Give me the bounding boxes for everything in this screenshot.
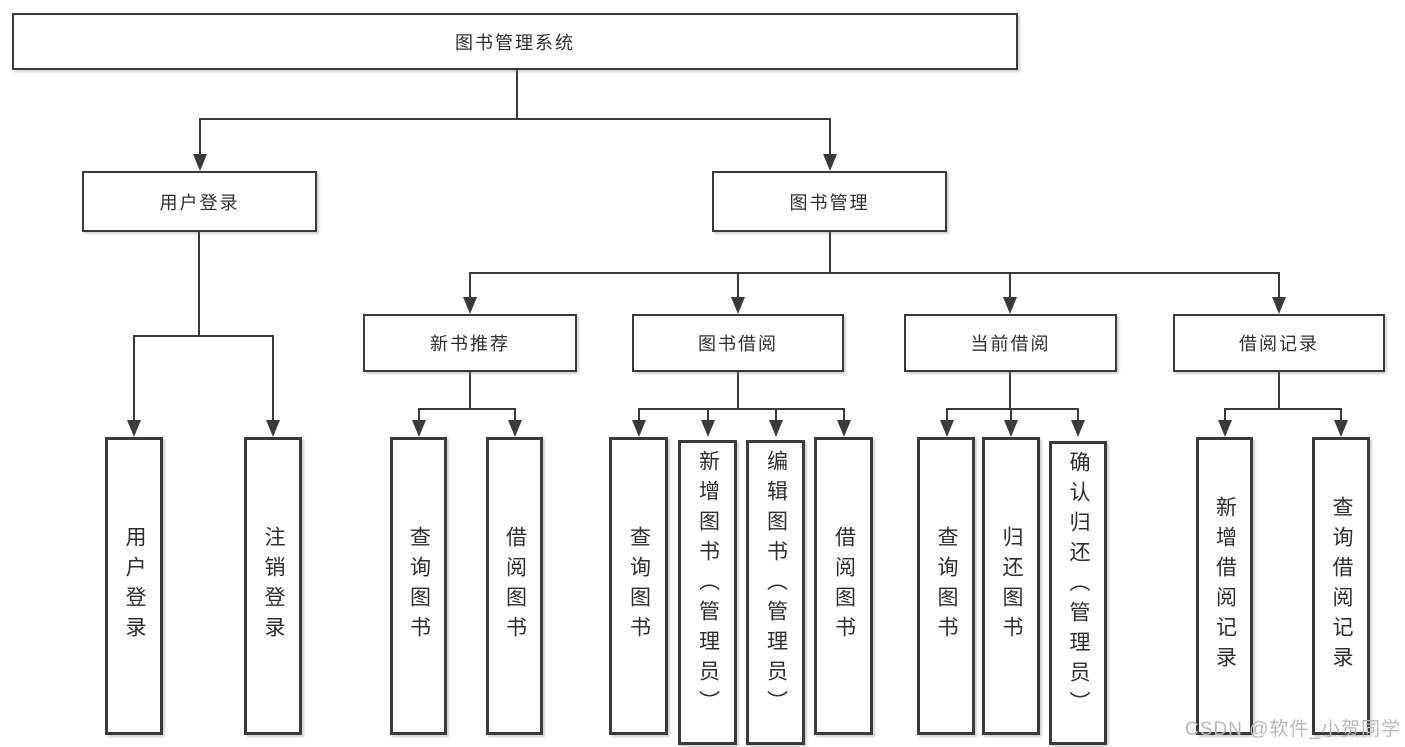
- arrow-down-icon: [1218, 420, 1232, 437]
- leaf-query-books-borrow: 查询图书: [609, 437, 668, 735]
- node-book-management: 图书管理: [712, 171, 947, 232]
- leaf-query-books-recommend: 查询图书: [390, 437, 447, 735]
- arrow-down-icon: [127, 420, 141, 437]
- connector-line: [1278, 272, 1280, 298]
- leaf-borrow-books: 借阅图书: [814, 437, 873, 735]
- connector-line: [469, 372, 471, 408]
- connector-line: [469, 272, 1280, 274]
- arrow-down-icon: [1334, 420, 1348, 437]
- leaf-user-login: 用户登录: [105, 437, 163, 735]
- connector-line: [946, 408, 1078, 410]
- leaf-query-books-current: 查询图书: [917, 437, 975, 735]
- node-label: 图书借阅: [698, 334, 778, 354]
- arrow-down-icon: [1071, 420, 1085, 437]
- connector-line: [133, 335, 273, 337]
- node-label: 图书管理: [789, 192, 870, 213]
- node-user-login: 用户登录: [82, 171, 317, 232]
- arrow-down-icon: [266, 420, 280, 437]
- connector-line: [843, 408, 845, 421]
- leaf-add-borrow-record: 新增借阅记录: [1196, 437, 1253, 735]
- leaf-add-book-admin: 新增图书（管理员）: [678, 440, 737, 745]
- leaf-label: 查询图书: [627, 526, 651, 646]
- leaf-label: 查询图书: [407, 526, 431, 646]
- leaf-label: 新增借阅记录: [1213, 496, 1237, 676]
- connector-line: [737, 272, 739, 298]
- leaf-return-book: 归还图书: [982, 437, 1040, 735]
- leaf-label: 借阅图书: [832, 526, 856, 646]
- arrow-down-icon: [1004, 420, 1018, 437]
- arrow-down-icon: [701, 420, 715, 437]
- leaf-label: 新增图书（管理员）: [696, 450, 720, 720]
- leaf-label: 查询借阅记录: [1330, 496, 1353, 676]
- leaf-label: 编辑图书（管理员）: [764, 450, 788, 720]
- leaf-label: 确认归还（管理员）: [1067, 451, 1090, 721]
- node-label: 借阅记录: [1239, 334, 1319, 354]
- connector-line: [829, 118, 831, 155]
- connector-line: [469, 272, 471, 298]
- arrow-down-icon: [412, 420, 426, 437]
- arrow-down-icon: [193, 154, 207, 171]
- connector-line: [737, 372, 739, 408]
- connector-line: [775, 408, 777, 421]
- connector-line: [1010, 408, 1012, 421]
- arrow-down-icon: [940, 420, 954, 437]
- leaf-label: 归还图书: [1000, 526, 1023, 646]
- connector-line: [1224, 408, 1226, 421]
- node-label: 用户登录: [159, 192, 240, 213]
- connector-line: [199, 118, 201, 155]
- connector-line: [1009, 372, 1011, 408]
- leaf-label: 借阅图书: [503, 526, 527, 646]
- connector-line: [198, 232, 200, 335]
- connector-line: [199, 118, 830, 120]
- arrow-down-icon: [463, 297, 477, 314]
- leaf-label: 用户登录: [123, 526, 146, 646]
- leaf-edit-book-admin: 编辑图书（管理员）: [746, 440, 805, 745]
- node-current-borrow: 当前借阅: [904, 314, 1117, 372]
- leaf-confirm-return-admin: 确认归还（管理员）: [1049, 441, 1107, 745]
- arrow-down-icon: [769, 420, 783, 437]
- connector-line: [638, 408, 844, 410]
- leaf-borrow-books-recommend: 借阅图书: [486, 437, 543, 735]
- arrow-down-icon: [731, 297, 745, 314]
- leaf-logout: 注销登录: [244, 437, 302, 735]
- connector-line: [707, 408, 709, 421]
- leaf-label: 注销登录: [262, 526, 285, 646]
- connector-line: [1278, 372, 1280, 408]
- connector-line: [272, 335, 274, 421]
- connector-line: [1340, 408, 1342, 421]
- arrow-down-icon: [823, 154, 837, 171]
- connector-line: [829, 232, 831, 272]
- connector-line: [514, 408, 516, 421]
- node-label: 新书推荐: [430, 334, 510, 354]
- connector-line: [1224, 408, 1341, 410]
- node-label: 图书管理系统: [455, 32, 575, 53]
- connector-line: [516, 70, 518, 118]
- leaf-label: 查询图书: [935, 526, 958, 646]
- connector-line: [418, 408, 515, 410]
- connector-line: [1077, 408, 1079, 421]
- connector-line: [1009, 272, 1011, 298]
- connector-line: [946, 408, 948, 421]
- arrow-down-icon: [1003, 297, 1017, 314]
- node-label: 当前借阅: [970, 334, 1051, 354]
- node-new-book-recommend: 新书推荐: [363, 314, 577, 372]
- leaf-query-borrow-record: 查询借阅记录: [1312, 437, 1370, 735]
- node-book-borrow: 图书借阅: [632, 314, 844, 372]
- arrow-down-icon: [837, 420, 851, 437]
- arrow-down-icon: [1272, 297, 1286, 314]
- connector-line: [133, 335, 135, 421]
- watermark: CSDN @软件_小贺同学: [1185, 719, 1401, 740]
- connector-line: [418, 408, 420, 421]
- arrow-down-icon: [632, 420, 646, 437]
- arrow-down-icon: [508, 420, 522, 437]
- connector-line: [638, 408, 640, 421]
- node-root: 图书管理系统: [12, 13, 1018, 70]
- node-borrow-record: 借阅记录: [1173, 314, 1385, 372]
